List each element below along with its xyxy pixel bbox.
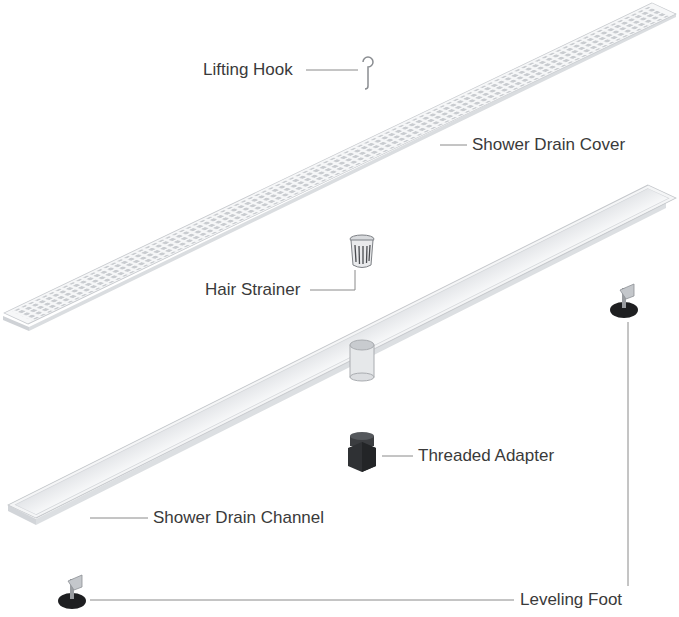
leader-lines — [90, 70, 628, 600]
leveling-foot — [58, 575, 86, 609]
drain-cover — [3, 3, 676, 331]
leveling-foot — [610, 284, 638, 318]
part-label: Leveling Foot — [518, 590, 624, 610]
hair-strainer — [350, 235, 374, 268]
drain-channel — [8, 185, 676, 525]
lifting-hook — [363, 57, 373, 89]
part-label: Hair Strainer — [203, 280, 302, 300]
part-label: Threaded Adapter — [416, 446, 556, 466]
part-label: Shower Drain Cover — [470, 135, 627, 155]
threaded-adapter — [348, 432, 376, 472]
part-label: Lifting Hook — [201, 60, 295, 80]
part-label: Shower Drain Channel — [151, 508, 326, 528]
